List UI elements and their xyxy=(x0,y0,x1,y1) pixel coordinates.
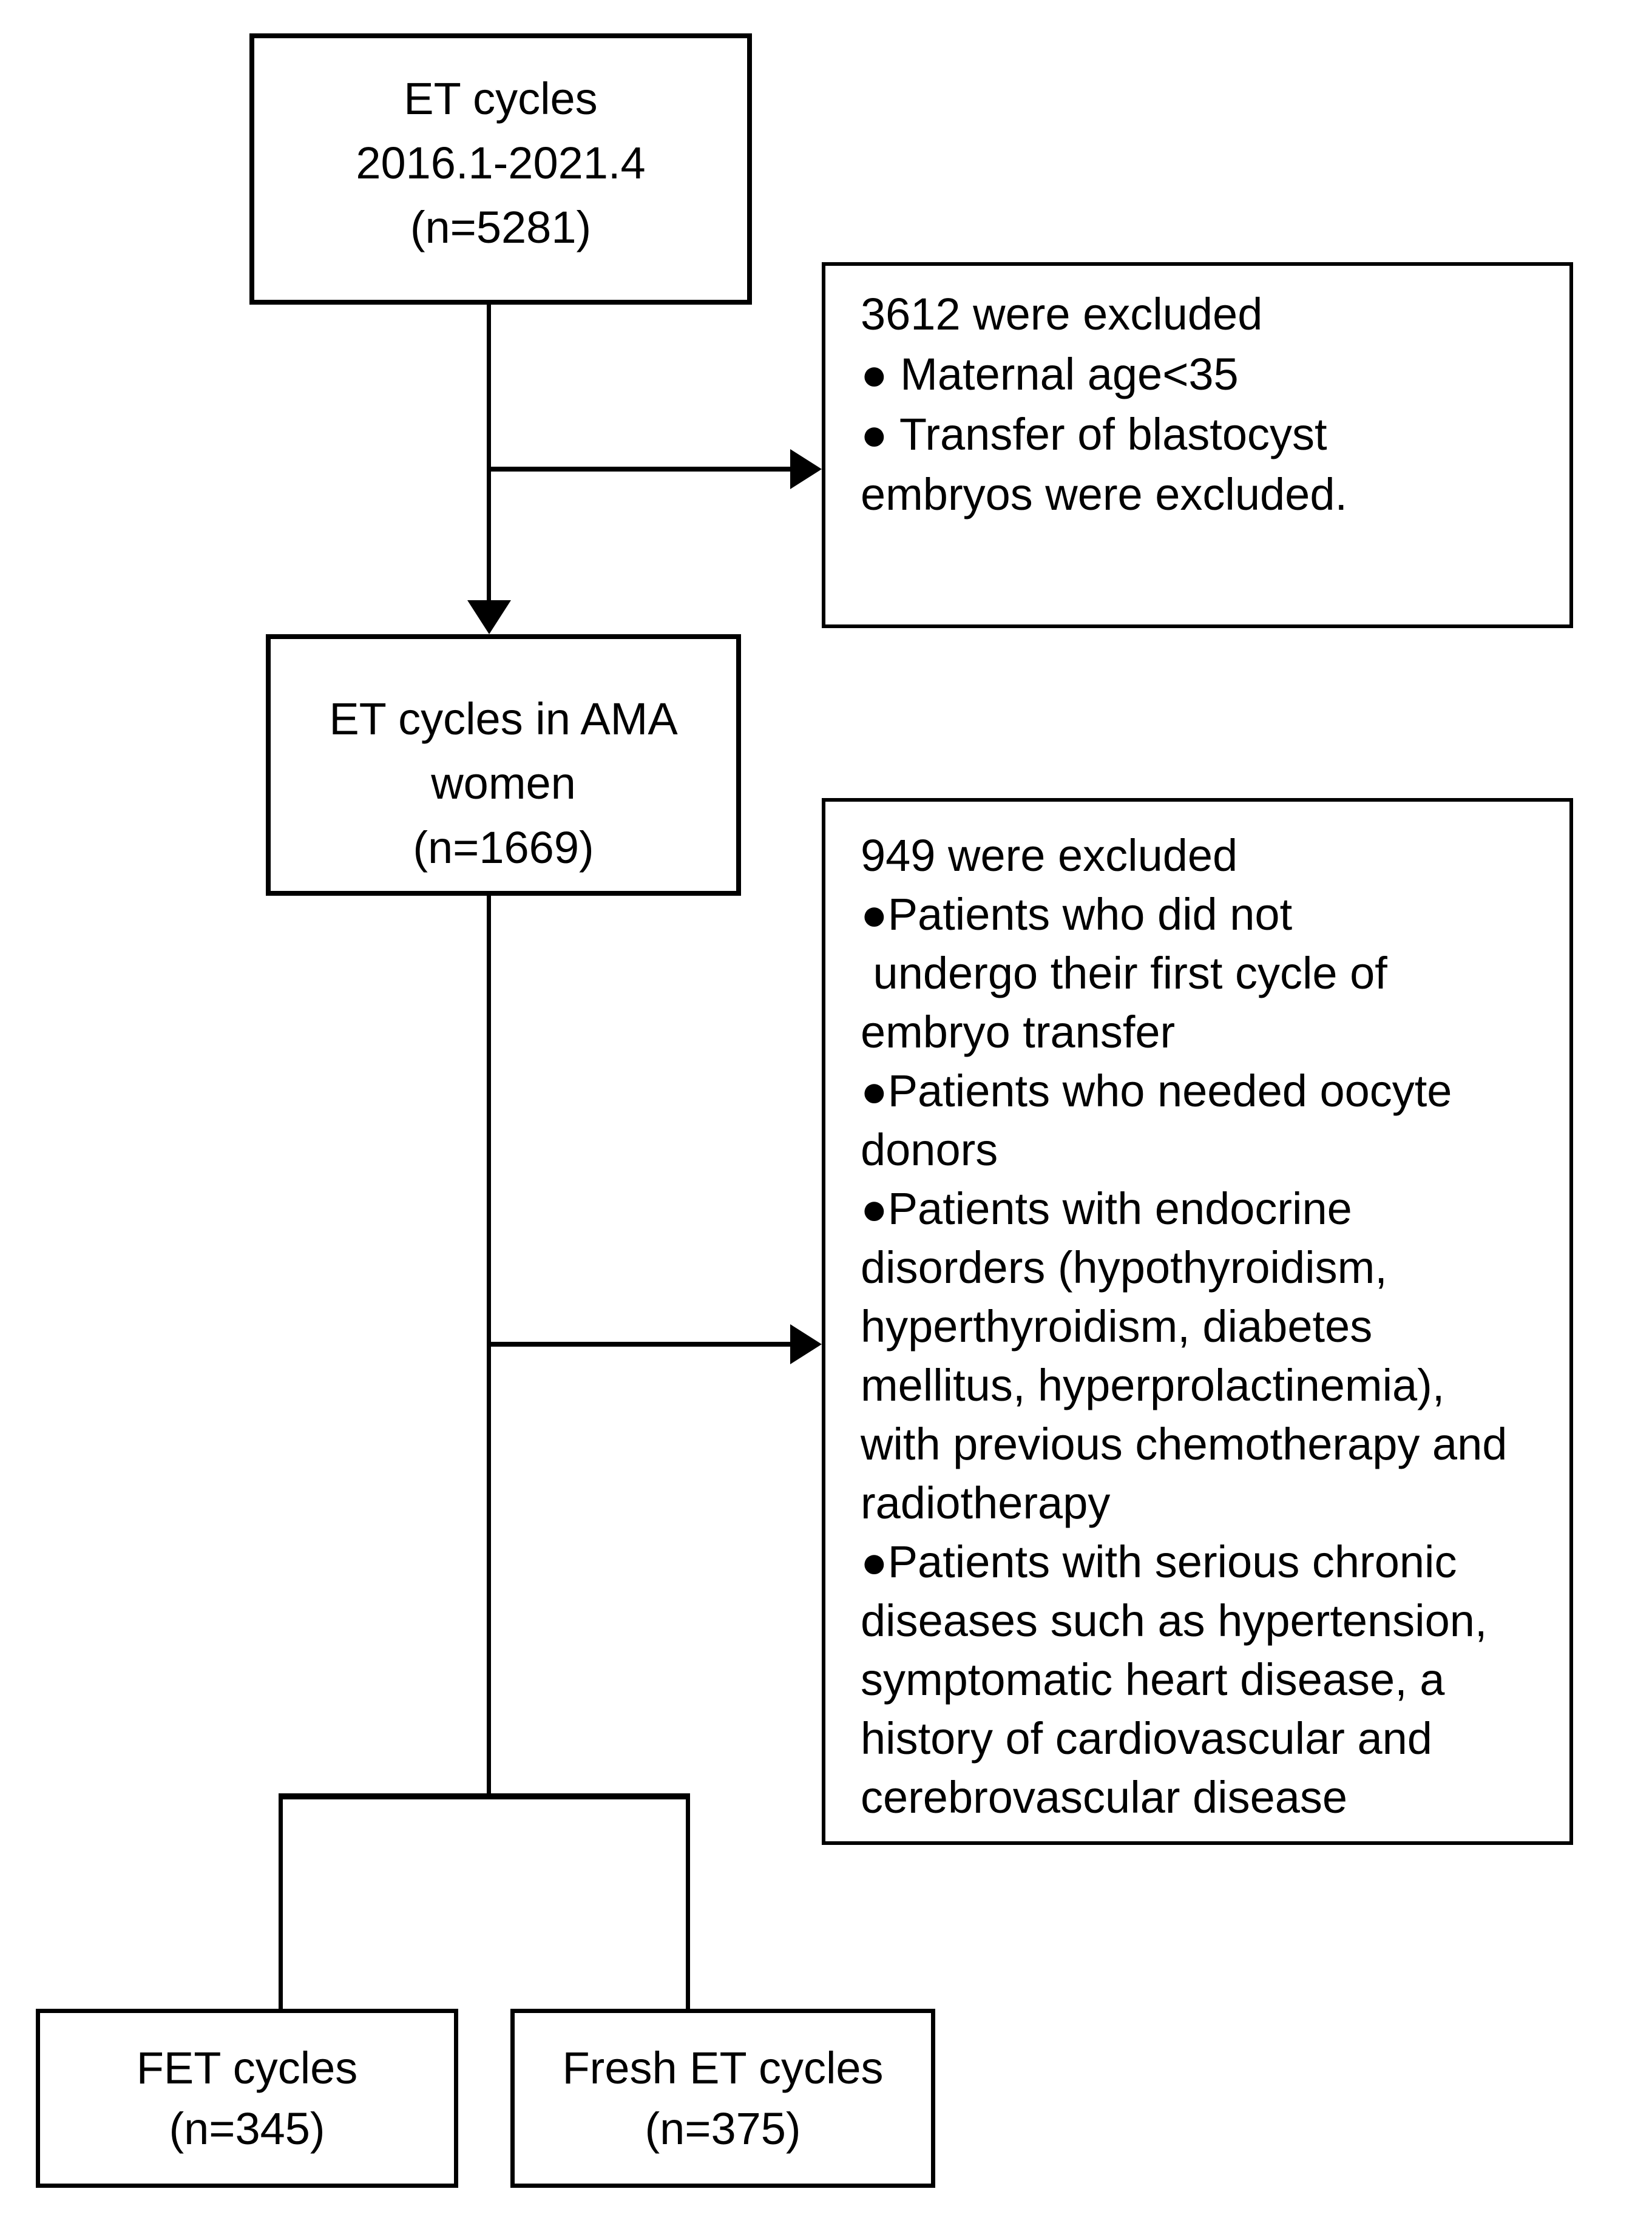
text-line: disorders (hypothyroidism, xyxy=(861,1242,1387,1293)
text-line: donors xyxy=(861,1125,998,1175)
fresh-et-cycles-box: Fresh ET cycles (n=375) xyxy=(510,2009,935,2188)
text-line: diseases such as hypertension, xyxy=(861,1595,1488,1646)
connector-branch-exclusion-2 xyxy=(489,1342,790,1347)
connector-drop-fresh xyxy=(686,1793,690,2009)
text-line: ● Transfer of blastocyst xyxy=(861,409,1327,459)
connector-split-horizontal xyxy=(279,1793,690,1799)
connector-drop-fet xyxy=(279,1793,283,2009)
text-line: women xyxy=(431,757,576,808)
text-line: mellitus, hyperprolactinemia), xyxy=(861,1360,1445,1410)
exclusion-box-1: 3612 were excluded ● Maternal age<35 ● Tra… xyxy=(822,262,1573,628)
text-line: ● Maternal age<35 xyxy=(861,349,1239,399)
exclusion-box-2: 949 were excluded ●Patients who did not u… xyxy=(822,798,1573,1845)
text-line: embryo transfer xyxy=(861,1007,1176,1057)
text-line: (n=1669) xyxy=(413,822,594,873)
enrollment-box: ET cycles 2016.1-2021.4 (n=5281) xyxy=(249,33,752,305)
text-line: (n=375) xyxy=(645,2103,801,2154)
text-line: cerebrovascular disease xyxy=(861,1772,1348,1822)
text-line: 2016.1-2021.4 xyxy=(356,137,646,188)
text-line: ●Patients who did not xyxy=(861,889,1293,939)
text-line: FET cycles xyxy=(136,2042,358,2093)
text-line: undergo their first cycle of xyxy=(861,948,1387,998)
text-line: history of cardiovascular and xyxy=(861,1713,1432,1764)
text-line: with previous chemotherapy and xyxy=(861,1419,1508,1469)
text-line: (n=345) xyxy=(169,2103,325,2154)
text-line: hyperthyroidism, diabetes xyxy=(861,1301,1373,1352)
text-line: radiotherapy xyxy=(861,1478,1111,1528)
text-line: symptomatic heart disease, a xyxy=(861,1654,1445,1705)
text-line: 3612 were excluded xyxy=(861,289,1263,339)
text-line: ●Patients with serious chronic xyxy=(861,1537,1457,1587)
text-line: embryos were excluded. xyxy=(861,469,1348,519)
text-line: (n=5281) xyxy=(410,201,592,252)
text-line: Fresh ET cycles xyxy=(562,2042,884,2093)
arrowhead-down-icon xyxy=(467,600,511,634)
text-line: ●Patients with endocrine xyxy=(861,1183,1352,1234)
connector-stem-top xyxy=(487,302,491,601)
text-line: ●Patients who needed oocyte xyxy=(861,1066,1452,1116)
text-line: 949 were excluded xyxy=(861,830,1238,881)
connector-branch-exclusion-1 xyxy=(489,467,790,472)
arrowhead-right-icon xyxy=(790,1324,822,1364)
text-line: ET cycles in AMA xyxy=(329,693,678,744)
connector-stem-middle xyxy=(487,893,491,1799)
text-line: ET cycles xyxy=(404,73,598,124)
ama-women-box: ET cycles in AMA women (n=1669) xyxy=(266,634,741,896)
fet-cycles-box: FET cycles (n=345) xyxy=(36,2009,458,2188)
arrowhead-right-icon xyxy=(790,449,822,489)
